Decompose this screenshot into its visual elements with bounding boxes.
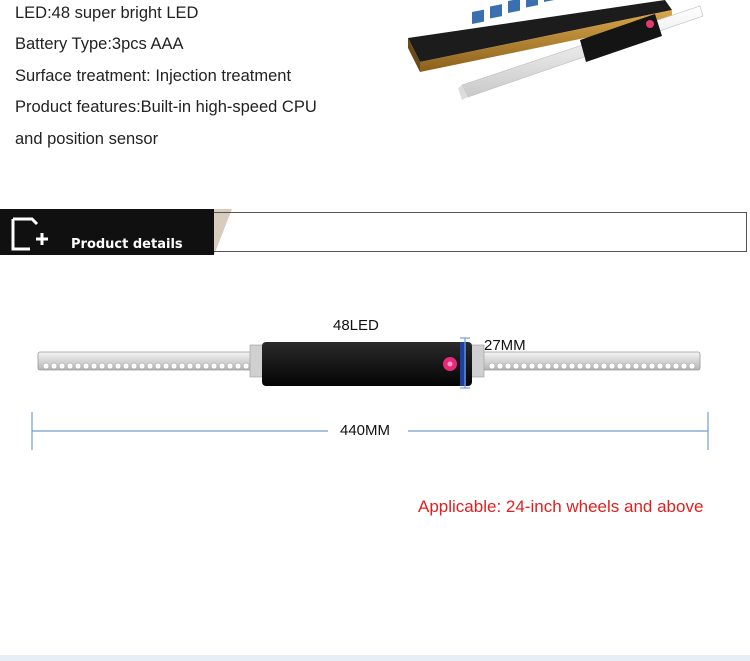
section-divider [214, 212, 747, 252]
section-tab-angle [214, 209, 232, 255]
product-photo [408, 0, 704, 100]
bottom-strip [0, 655, 750, 661]
spec-features-cont: and position sensor [15, 130, 159, 148]
control-box [262, 342, 472, 386]
led-count-label: 48LED [333, 317, 379, 334]
spec-features: Product features:Built-in high-speed CPU [15, 98, 317, 116]
product-diagram [31, 337, 709, 450]
length-label: 440MM [336, 422, 395, 439]
add-page-icon [11, 217, 48, 251]
spec-surface: Surface treatment: Injection treatment [15, 67, 292, 85]
height-label: 27MM [484, 337, 526, 354]
led-strip-right [488, 362, 696, 370]
spec-led: LED:48 super bright LED [15, 4, 199, 22]
spec-battery: Battery Type:3pcs AAA [15, 35, 184, 53]
section-title: Product details [71, 237, 183, 252]
height-dimension [460, 337, 470, 389]
applicable-note: Applicable: 24-inch wheels and above [418, 497, 704, 516]
led-strip-left [42, 362, 250, 370]
section-header: Product details [0, 209, 750, 255]
length-dimension [31, 412, 709, 450]
section-tab [0, 209, 214, 255]
